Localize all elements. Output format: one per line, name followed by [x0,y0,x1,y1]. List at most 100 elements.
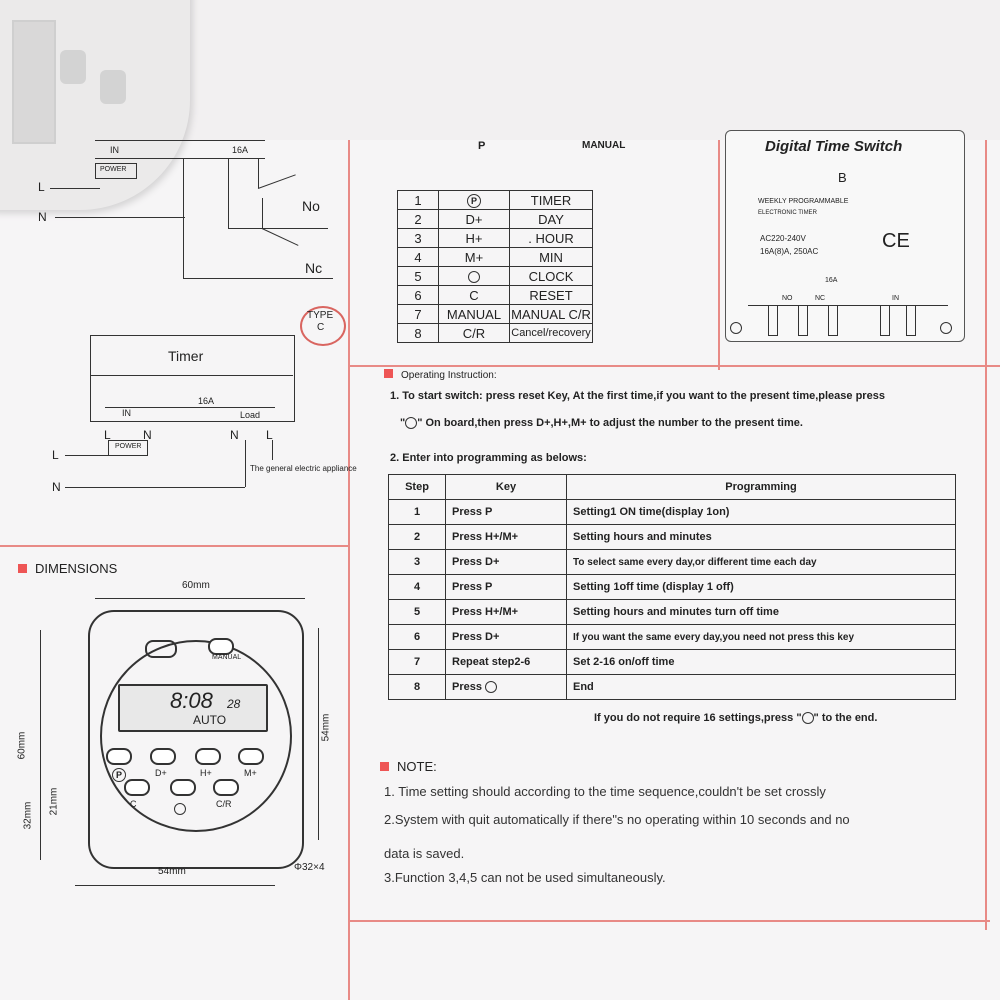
device-dial [100,640,292,832]
lcd-auto: AUTO [193,713,227,727]
timer-device-photo [0,0,190,210]
timer-power-label: POWER [115,443,142,450]
clock-icon [174,802,186,815]
dim-width-top: 60mm [182,580,210,591]
dim-width-bottom: 54mm [158,866,186,877]
clock-icon [485,681,498,694]
label-nc: NC [815,295,826,302]
terminal-pin [798,305,808,336]
c-label: C [130,799,137,809]
clock-icon [468,271,480,284]
note-heading: NOTE: [380,759,437,774]
p-label: P [478,140,486,152]
appliance-label: The general electric appliance [250,464,357,473]
manual-label: MANUAL [582,140,626,151]
dim-hole: Φ32×4 [294,862,325,873]
note-item-2-cont: data is saved. [384,846,465,861]
timer-box [90,335,295,422]
type-label: TYPE [307,310,334,321]
timer-load-label: Load [240,410,261,420]
device-button [100,70,126,104]
section-divider [0,545,350,547]
timer-l1: L [104,428,111,442]
sheet-border [350,920,990,922]
dim-height-right: 54mm [320,713,332,742]
dim-32: 32mm [22,801,34,830]
dim-21: 21mm [48,787,60,816]
sheet-border [985,140,987,930]
label-spec2: 16A(8)A, 250AC [760,247,819,256]
lcd-seconds: 28 [227,697,241,711]
p-circle-icon: P [112,768,126,782]
m-plus-label: M+ [244,768,257,778]
column-divider [348,140,350,1000]
terminal-pin [880,305,890,336]
ce-mark: CE [882,230,910,252]
section-bullet-icon [384,369,393,378]
type-badge [300,306,346,346]
m-plus-button [238,748,264,765]
dim-height-left: 60mm [16,731,28,760]
mount-hole-icon [730,322,742,334]
timer-current-label: 16A [198,396,215,406]
lcd-time: 8:08 [170,688,213,713]
terminal-pin [906,305,916,336]
label-line1: WEEKLY PROGRAMMABLE [758,198,849,205]
timer-l2: L [266,428,273,442]
label-spec1: AC220-240V [760,234,806,243]
note-item-3: 3.Function 3,4,5 can not be used simulta… [384,870,666,885]
in-label: IN [110,145,119,155]
p-circle-icon: P [467,194,481,208]
operating-step1: 1. To start switch: press reset Key, At … [390,390,885,402]
d-plus-button [150,748,176,765]
column-divider [718,140,720,370]
operating-heading: Operating Instruction: [384,369,497,381]
operating-step1-cont: "" On board,then press D+,H+,M+ to adjus… [400,417,803,430]
product-label [725,130,965,342]
power-box [108,440,148,456]
timer-n1: N [143,428,152,442]
clock-button [170,779,196,796]
timer-n2: N [230,428,239,442]
h-plus-label: H+ [200,768,212,778]
section-divider [350,365,1000,367]
dimensions-heading: DIMENSIONS [18,560,117,578]
p-button [106,748,132,765]
section-bullet-icon [18,564,27,573]
label-no: NO [782,295,793,302]
timer-in-label: IN [122,408,131,418]
wire-n-label: N [38,210,47,224]
no-terminal-label: No [302,198,320,214]
clock-icon [801,712,814,725]
timer-title: Timer [168,348,204,364]
label-letter: B [838,170,847,185]
operating-step2: 2. Enter into programming as belows: [390,452,587,464]
label-line2: ELECTRONIC TIMER [758,210,817,216]
manual-button [208,638,234,655]
nc-terminal-label: Nc [305,260,323,276]
wire-l-label: L [38,180,45,194]
note-item-2: 2.System with quit automatically if ther… [384,812,850,827]
lcd-display [118,684,268,732]
note-item-1: 1. Time setting should according to the … [384,784,826,799]
power-label: POWER [100,166,127,173]
programming-footnote: If you do not require 16 settings,press … [594,712,878,725]
section-bullet-icon [380,762,389,771]
label-title: Digital Time Switch [765,138,903,155]
device-outline [88,610,304,869]
